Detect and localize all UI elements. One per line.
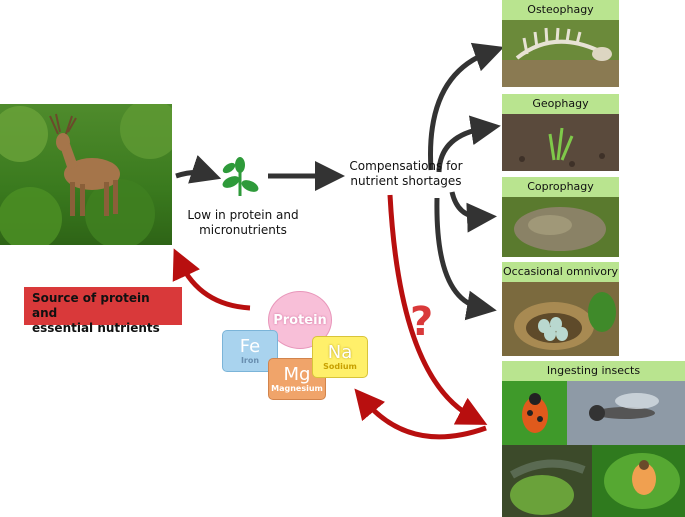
osteophagy-photo (502, 20, 619, 87)
compensation-line1: Compensations for (349, 159, 463, 173)
deer-photo (0, 104, 172, 245)
magnesium-symbol: Mg (283, 364, 311, 385)
compensation-label: Compensations for nutrient shortages (336, 159, 476, 189)
plant-caption: Low in protein and micronutrients (178, 208, 308, 238)
iron-symbol: Fe (239, 336, 261, 357)
protein-circle: Protein (268, 291, 332, 349)
magnesium-name: Magnesium (271, 384, 323, 393)
coprophagy-photo (502, 197, 619, 257)
arrow-insects-to-minerals (354, 388, 487, 440)
protein-label: Protein (273, 312, 327, 328)
omnivory-photo (502, 282, 619, 356)
arrow-to-insects (387, 194, 488, 425)
compensation-line2: nutrient shortages (350, 174, 462, 188)
insects-photo-bug (592, 445, 685, 517)
question-mark: ? (410, 299, 434, 345)
panel-insects-title: Ingesting insects (502, 361, 685, 381)
insects-photo-fly (567, 381, 685, 445)
source-of-nutrients-box: Source of protein and essential nutrient… (24, 287, 182, 335)
plant-caption-line1: Low in protein and (187, 208, 299, 222)
insects-photo-caterpillar (502, 445, 592, 517)
panel-omnivory-title: Occasional omnivory (502, 262, 619, 282)
sodium-name: Sodium (323, 362, 357, 371)
plant-caption-line2: micronutrients (199, 223, 287, 237)
arrow-deer-to-plant (175, 155, 222, 184)
iron-name: Iron (240, 356, 260, 365)
panel-coprophagy-title: Coprophagy (502, 177, 619, 197)
insects-photo-beetle (502, 381, 567, 445)
panel-geophagy-title: Geophagy (502, 94, 619, 114)
arrow-to-coprophagy (449, 191, 497, 233)
source-line2: essential nutrients (32, 321, 160, 335)
arrow-minerals-to-deer (172, 248, 251, 311)
geophagy-photo (502, 114, 619, 171)
sodium-symbol: Na (327, 342, 353, 363)
arrow-to-omnivory (434, 197, 497, 321)
arrow-to-geophagy (436, 115, 501, 173)
panel-osteophagy-title: Osteophagy (502, 0, 619, 20)
arrow-to-osteophagy (427, 42, 505, 171)
sodium-box: Na Sodium (312, 336, 368, 378)
source-line1: Source of protein and (32, 291, 150, 320)
